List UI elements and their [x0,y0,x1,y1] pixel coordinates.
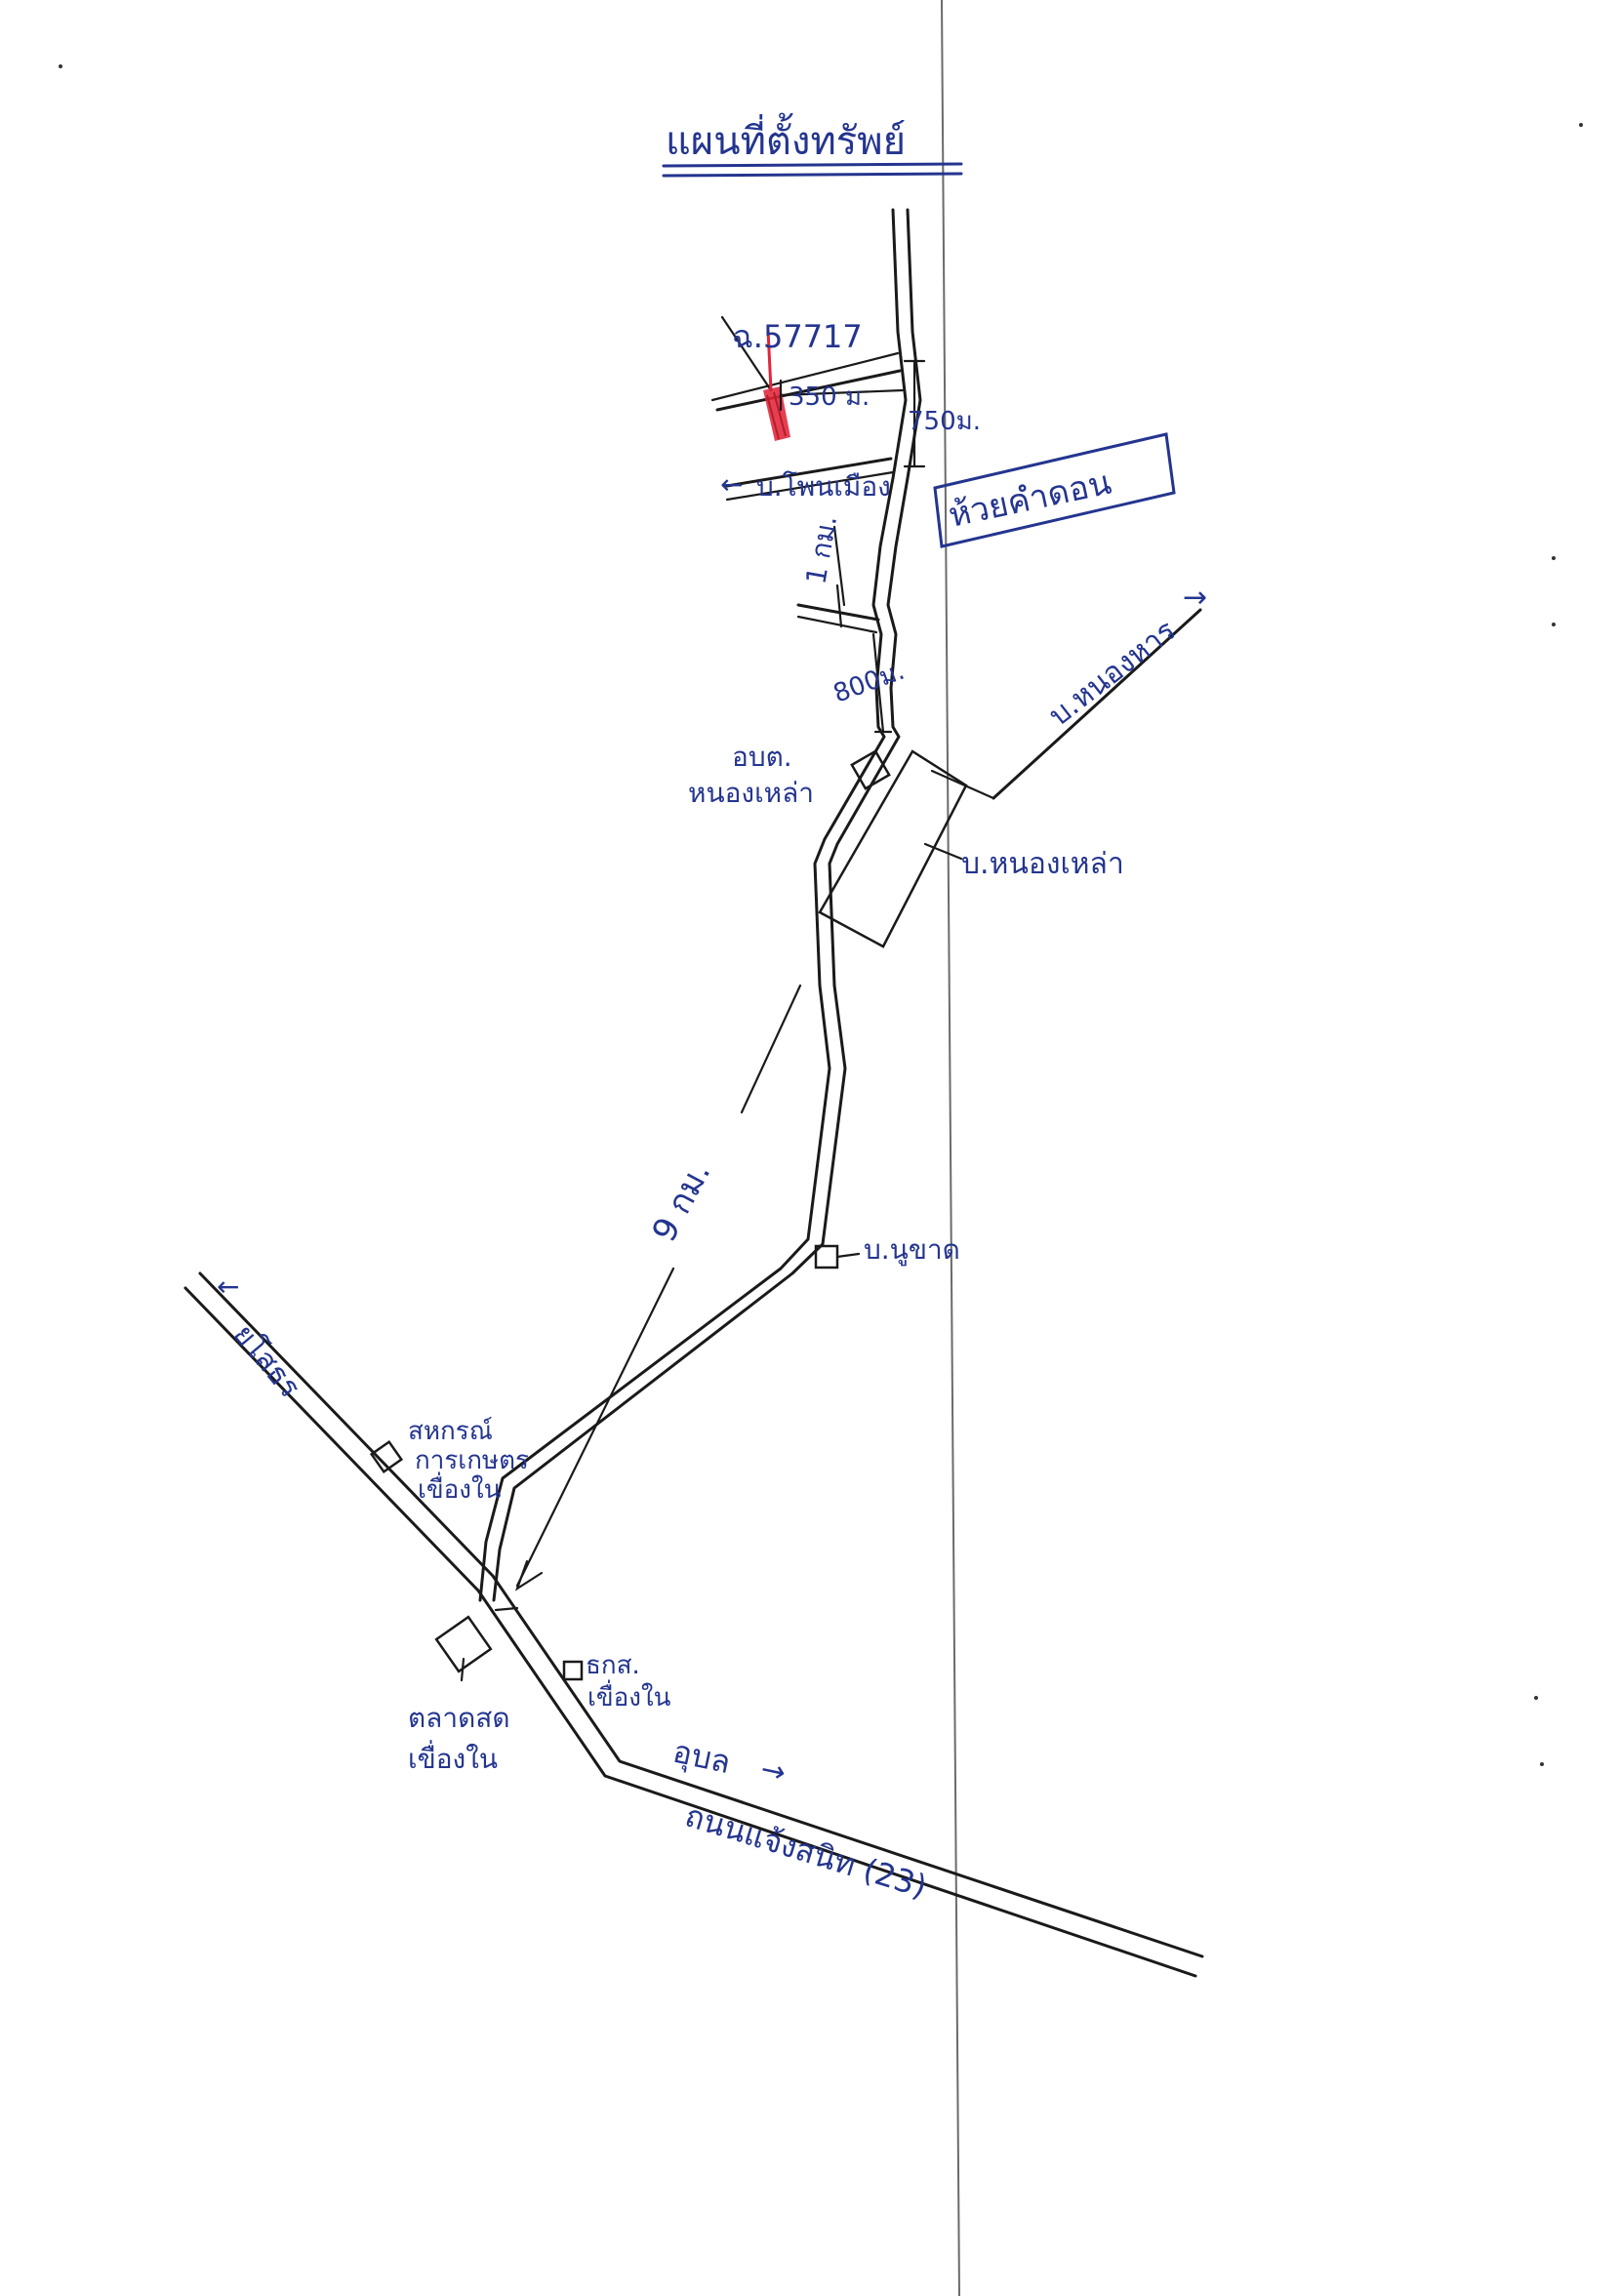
side-road-stub-edge [796,615,878,634]
dist-9km: 9 กม. [645,1155,719,1248]
dim-1km-line [832,525,846,607]
road-ban-pho-muang [725,457,893,488]
scan-speck [1534,1696,1538,1700]
place-coop-line3: เขื่องใน [418,1471,502,1505]
ban-nong-lao-leader [923,842,963,861]
place-market-line1: ตลาดสด [408,1702,510,1734]
map-title: แผนที่ตั้งทรัพย์ [666,112,906,164]
parcel-label: ฉ.57717 [732,318,863,355]
title-underline-2 [662,172,963,178]
highway-east-edge [198,1271,1204,1958]
place-ban-nong-khat: บ.นูขาด [864,1233,960,1267]
dim-9km-leader-bottom [515,1267,675,1588]
coop-building-symbol [369,1439,404,1474]
parcel-boundary-diagonal [720,315,773,392]
local-road-west-edge [478,208,908,1602]
scan-speck [1552,623,1556,626]
parcel-access-road-edge [710,351,900,402]
place-ban-nong-han: บ.หนองหาร [1042,614,1182,734]
place-coop-line1: สหกรณ์ [408,1417,493,1446]
highway-west-edge [183,1286,1197,1978]
fold-line [941,0,960,2296]
sao-building-symbol [850,749,891,790]
dim-9km-leader-top [740,984,802,1114]
place-obt-line2: หนองเหล่า [688,777,814,809]
place-ubon: อุบล [669,1733,734,1782]
dist-1km: 1 กม. [799,513,843,587]
place-obt-line1: อบต. [732,741,792,773]
arrow-east-icon: → [757,1752,789,1791]
market-building-symbol [434,1615,493,1673]
scan-speck [1540,1762,1544,1766]
place-ban-nong-lao: บ.หนองเหล่า [961,847,1124,881]
side-road-tick [835,584,843,628]
parcel-access-road [715,369,902,412]
ban-nong-khat-leader [835,1252,861,1259]
arrow-northeast-icon: → [1183,581,1207,615]
dist-800m: 800ม. [830,657,909,709]
dist-750m: 750ม. [908,407,981,436]
arrow-west-icon: ← [720,468,743,501]
ban-nong-lao-box [818,749,968,948]
highway-name: ถนนแจ้งสนิท (23) [681,1796,931,1905]
scan-speck [1552,556,1556,560]
arrow-northwest-icon: ← [217,1270,239,1303]
local-road-east-edge [492,208,922,1602]
road-ban-nong-han [992,608,1202,800]
place-ban-pho-muang: บ.โพนเมือง [756,470,891,503]
dim-9km-arrowhead [514,1559,544,1591]
baac-building-symbol [562,1660,584,1681]
title-underline-1 [662,162,963,168]
dim-350-line [779,388,905,397]
parcel-marker [763,329,790,441]
scan-speck [1579,123,1583,127]
huai-kham-don-box [933,432,1176,548]
scan-speck [59,64,62,68]
dim-800-line [871,632,885,734]
road-ban-pho-muang-edge [725,470,895,502]
side-road-stub [796,603,880,622]
place-market-line2: เขื่องใน [408,1740,498,1775]
market-leader [460,1657,465,1682]
place-baac-line2: เขื่องใน [587,1679,671,1712]
place-yasothon: ยโสธร [226,1317,307,1404]
place-baac-line1: ธกส. [586,1651,640,1680]
place-coop-line2: การเกษตร [415,1446,529,1475]
dist-350m: 350 ม. [789,383,870,412]
